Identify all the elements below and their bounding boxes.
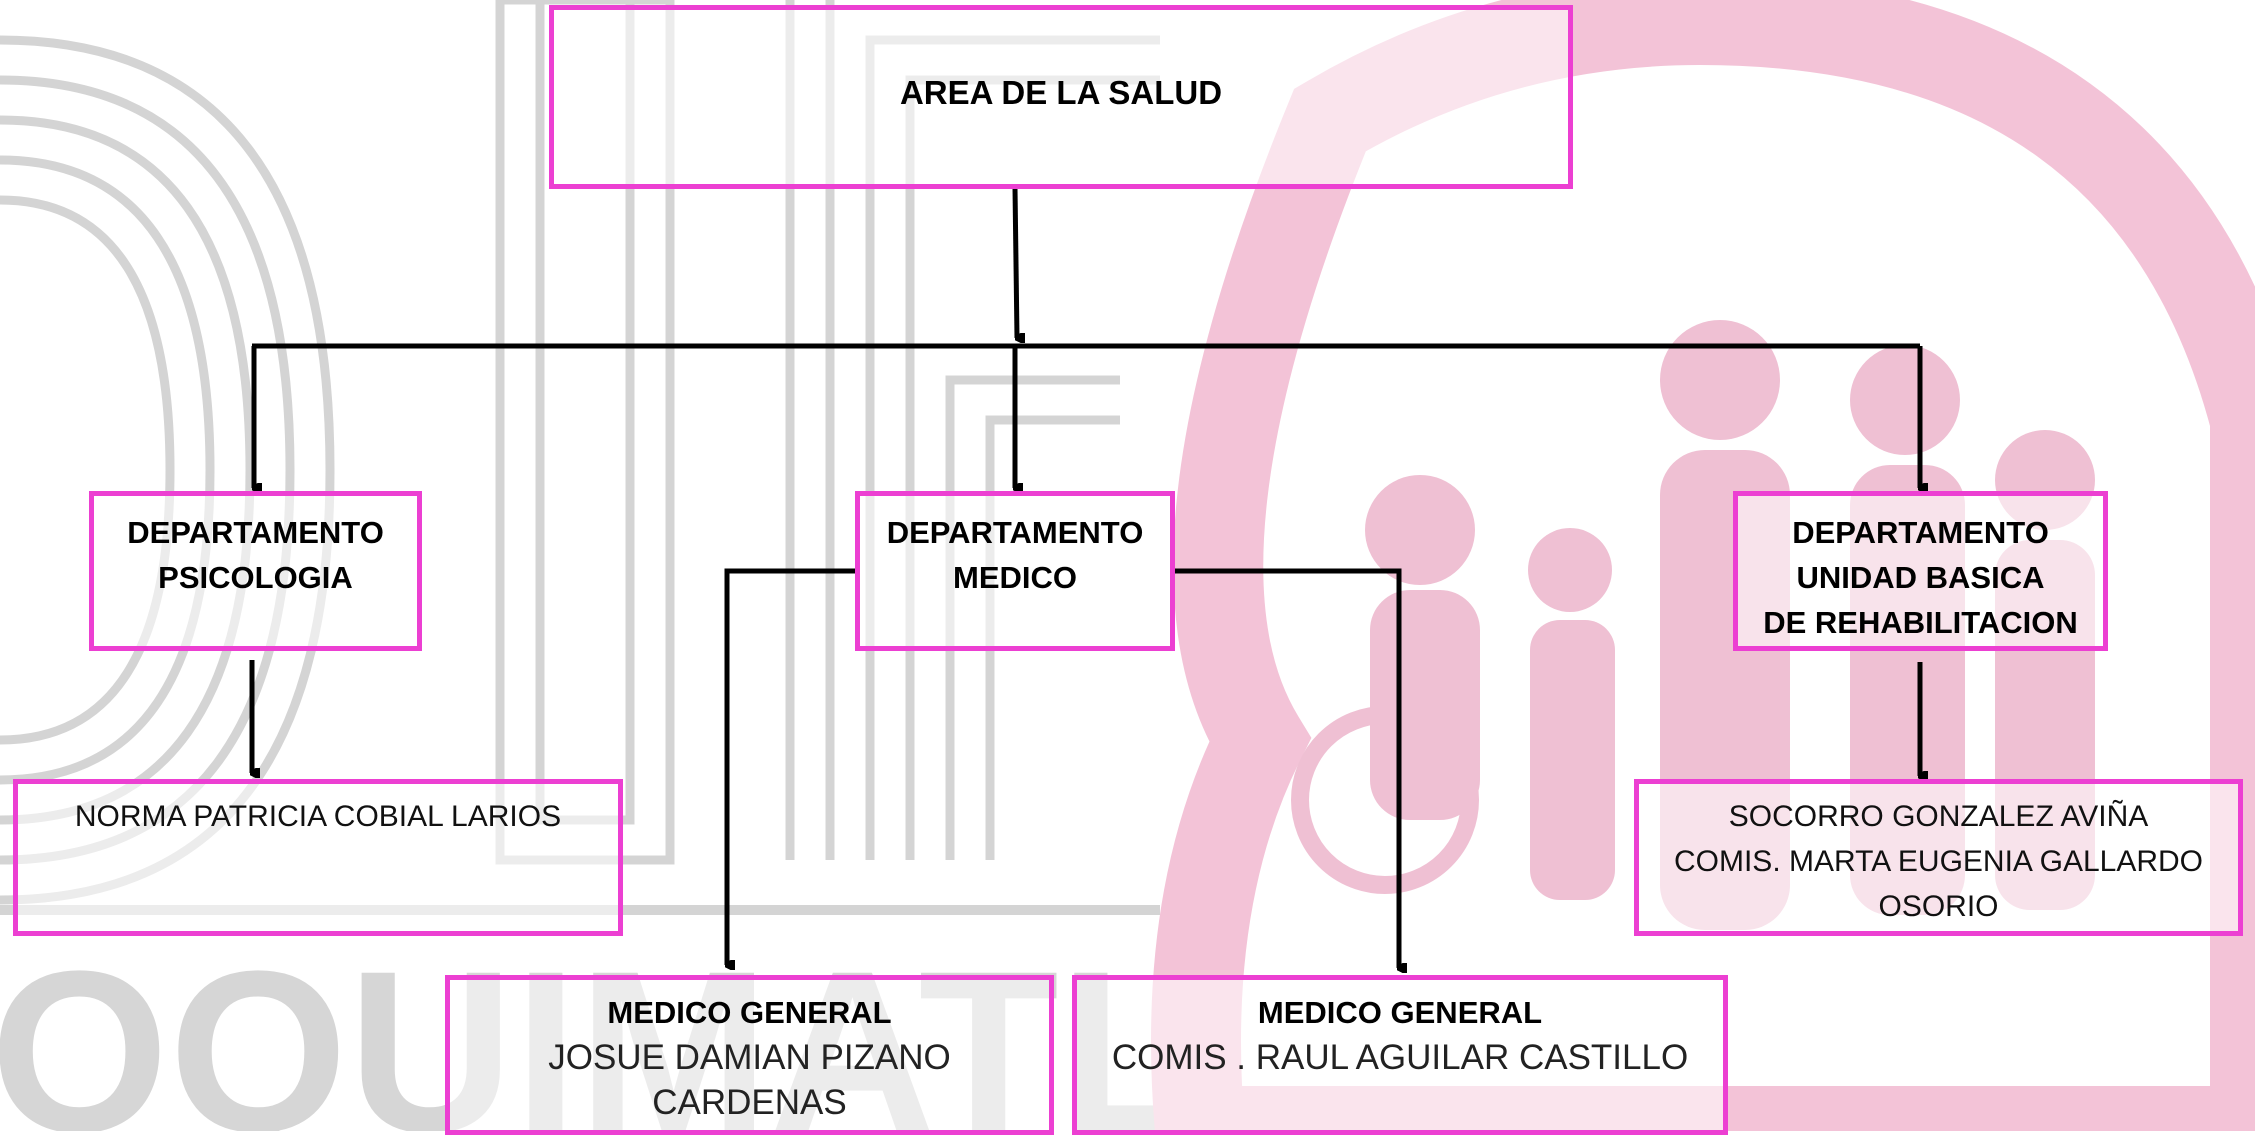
medico-general-2-box: MEDICO GENERAL COMIS . RAUL AGUILAR CAST… bbox=[1072, 975, 1728, 1135]
departamento-medico-box: DEPARTAMENTO MEDICO bbox=[855, 491, 1175, 651]
rehabilitacion-staff-line3: OSORIO bbox=[1878, 890, 1999, 923]
medico-general-2-line1: COMIS . RAUL AGUILAR CASTILLO bbox=[1111, 1038, 1689, 1077]
rehabilitacion-staff-line2: COMIS. MARTA EUGENIA GALLARDO bbox=[1673, 845, 2203, 878]
medico-general-1-role: MEDICO GENERAL bbox=[607, 995, 892, 1030]
area-de-la-salud-title: AREA DE LA SALUD bbox=[899, 73, 1223, 111]
medico-line1: DEPARTAMENTO bbox=[886, 515, 1144, 550]
departamento-psicologia-box: DEPARTAMENTO PSICOLOGIA bbox=[89, 491, 422, 651]
medico-general-2-role: MEDICO GENERAL bbox=[1257, 995, 1543, 1030]
psicologia-line2: PSICOLOGIA bbox=[158, 560, 353, 595]
pink-ring-watermark bbox=[1151, 0, 2255, 1131]
rehabilitacion-line2: UNIDAD BASICA bbox=[1796, 560, 2045, 595]
psicologia-line1: DEPARTAMENTO bbox=[127, 515, 384, 550]
medico-general-1-line1: JOSUE DAMIAN PIZANO bbox=[548, 1038, 951, 1077]
medico-to-general-1-connector bbox=[724, 568, 856, 965]
medico-to-general-2-connector bbox=[1174, 568, 1399, 968]
area-de-la-salud-box: AREA DE LA SALUD bbox=[549, 5, 1573, 189]
psicologia-staff-box: NORMA PATRICIA COBIAL LARIOS bbox=[13, 779, 623, 936]
medico-general-1-line2: CARDENAS bbox=[652, 1083, 847, 1122]
medico-line2: MEDICO bbox=[953, 560, 1077, 595]
rehabilitacion-line1: DEPARTAMENTO bbox=[1792, 515, 2049, 550]
dif-letter-f-watermark bbox=[785, 0, 1160, 860]
departamento-rehabilitacion-box: DEPARTAMENTO UNIDAD BASICA DE REHABILITA… bbox=[1733, 491, 2108, 651]
rehabilitacion-staff-box: SOCORRO GONZALEZ AVIÑA COMIS. MARTA EUGE… bbox=[1634, 779, 2243, 936]
medico-general-1-box: MEDICO GENERAL JOSUE DAMIAN PIZANO CARDE… bbox=[445, 975, 1054, 1135]
rehabilitacion-line3: DE REHABILITACION bbox=[1763, 605, 2078, 640]
rehabilitacion-staff-line1: SOCORRO GONZALEZ AVIÑA bbox=[1728, 800, 2149, 833]
root-to-bus-arrow bbox=[1012, 187, 1017, 338]
psicologia-staff-name: NORMA PATRICIA COBIAL LARIOS bbox=[74, 800, 562, 833]
